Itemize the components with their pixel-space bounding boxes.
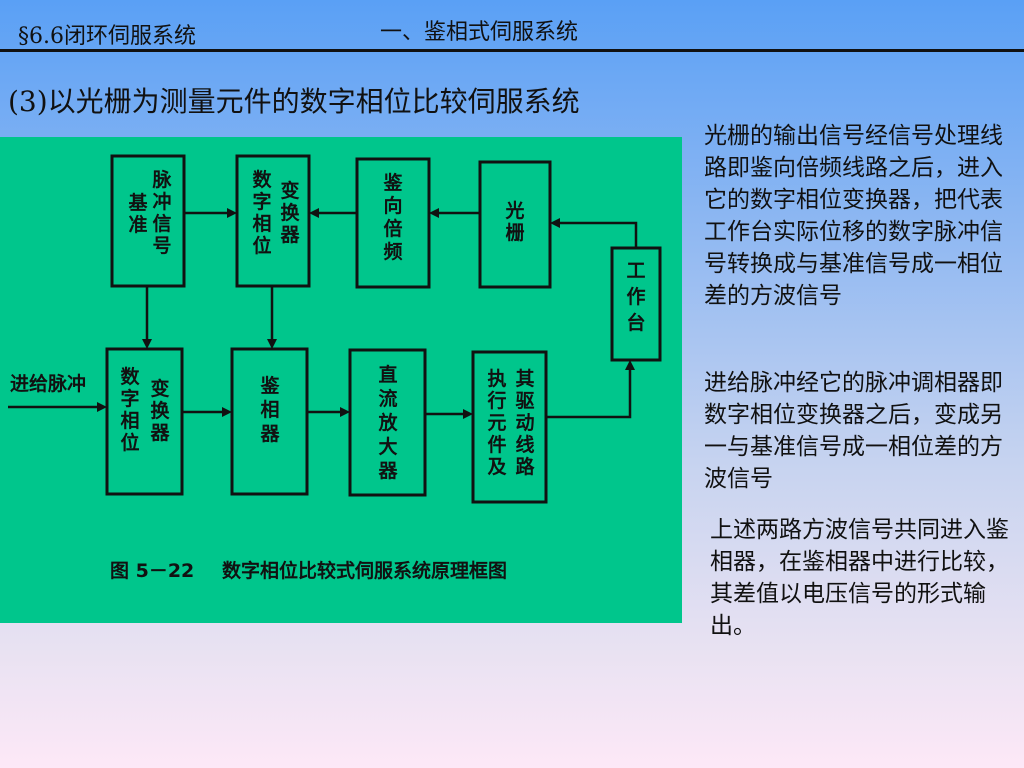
connector-actuator-to-worktable — [546, 367, 632, 419]
connector-worktable-to-grating — [557, 221, 638, 248]
block-ref-pulse-text1: 脉冲信号 — [151, 168, 172, 257]
paragraph-feed-pulse: 进给脉冲经它的脉冲调相器即数字相位变换器之后，变成另一与基准信号成一相位差的方波… — [704, 370, 1003, 492]
block-diagram-svg: 脉冲信号 基准 变换器 数字相位 鉴向倍频 光栅 工作台 变换器 数字相位 鉴相… — [8, 154, 662, 582]
section-label: §6.6闭环伺服系统 — [18, 24, 196, 49]
block-phase-converter-top-text1: 变换器 — [279, 179, 300, 246]
arrowhead — [429, 208, 439, 218]
block-phase-converter-bottom-text1: 变换器 — [149, 377, 170, 444]
block-actuator — [471, 350, 548, 504]
arrowhead — [97, 402, 107, 412]
header-bar: §6.6闭环伺服系统 一、鉴相式伺服系统 — [0, 0, 1024, 52]
arrowhead — [625, 360, 635, 370]
figure-caption: 数字相位比较式伺服系统原理框图 — [222, 559, 507, 582]
block-grating-text: 光栅 — [504, 199, 524, 244]
paragraph-grating-signal: 光栅的输出信号经信号处理线路即鉴向倍频线路之后，进入它的数字相位变换器，把代表工… — [704, 123, 1003, 309]
arrowhead — [309, 208, 319, 218]
chapter-label: 一、鉴相式伺服系统 — [380, 20, 579, 45]
figure-number: 图 5－22 — [110, 560, 194, 582]
block-grating — [478, 160, 552, 289]
block-direction-multiplier — [355, 157, 431, 289]
arrowhead — [267, 339, 277, 349]
block-phase-detector — [230, 347, 309, 496]
block-actuator-text2: 执行元件及 — [486, 367, 507, 478]
block-dc-amplifier — [348, 348, 427, 497]
arrowhead — [222, 407, 232, 417]
block-phase-converter-bottom-text2: 数字相位 — [120, 365, 140, 454]
block-actuator-text1: 其驱动线路 — [515, 368, 535, 478]
block-worktable-text: 工作台 — [626, 260, 645, 334]
arrowhead — [340, 407, 350, 417]
block-ref-pulse — [110, 154, 186, 288]
block-direction-multiplier-text: 鉴向倍频 — [382, 172, 403, 263]
header-divider — [0, 49, 1024, 52]
arrowhead — [142, 339, 152, 349]
block-phase-detector-text: 鉴相器 — [259, 375, 280, 445]
feed-pulse-label: 进给脉冲 — [10, 372, 86, 395]
arrowhead — [227, 208, 237, 218]
slide-title: (3)以光栅为测量元件的数字相位比较伺服系统 — [8, 85, 580, 118]
block-phase-converter-bottom — [105, 347, 184, 496]
block-phase-converter-top-text2: 数字相位 — [252, 168, 272, 257]
block-diagram: 脉冲信号 基准 变换器 数字相位 鉴向倍频 光栅 工作台 变换器 数字相位 鉴相… — [0, 137, 682, 623]
paragraph-phase-compare: 上述两路方波信号共同进入鉴相器，在鉴相器中进行比较，其差值以电压信号的形式输出。 — [710, 517, 1009, 639]
arrowhead — [463, 409, 473, 419]
arrowhead — [550, 218, 560, 228]
block-dc-amplifier-text: 直流放大器 — [377, 363, 398, 482]
block-ref-pulse-text2: 基准 — [127, 191, 148, 236]
